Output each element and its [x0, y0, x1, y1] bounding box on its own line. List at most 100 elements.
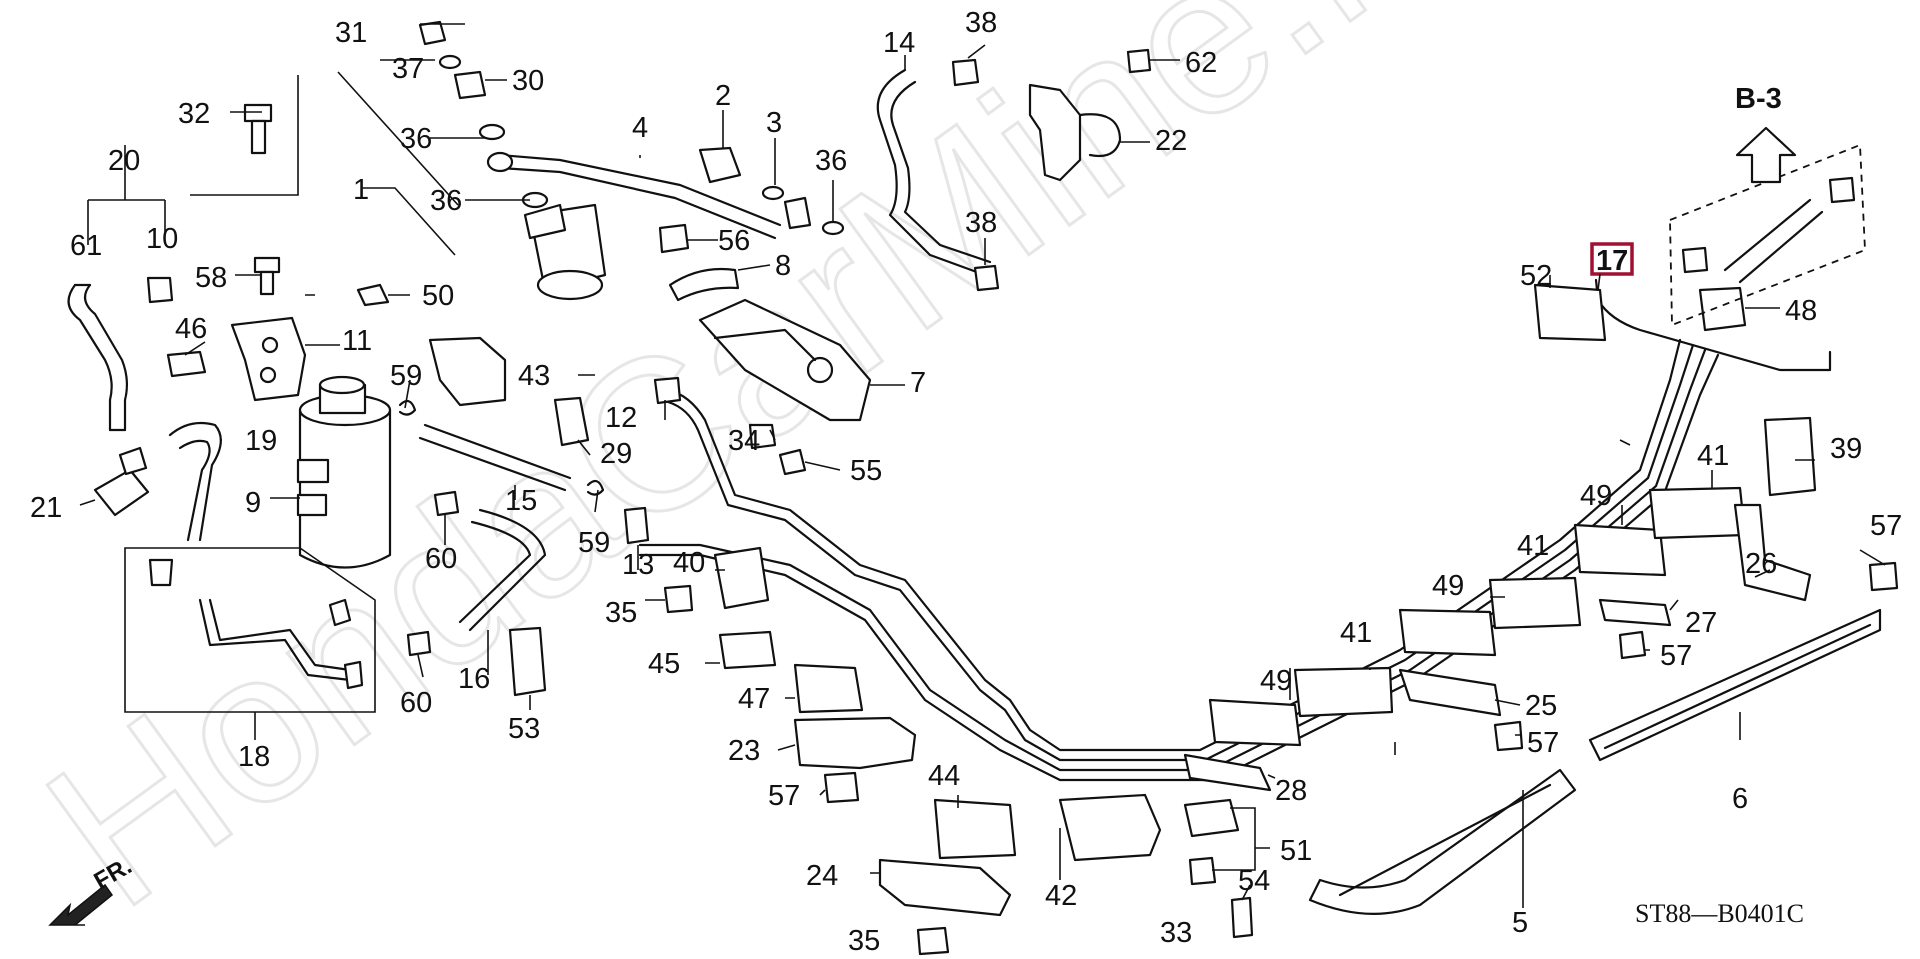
- clamp-38-a: [951, 58, 980, 87]
- callout-57-b: 57: [1527, 727, 1559, 759]
- plate-28: [1183, 753, 1272, 792]
- bolt-32: [243, 103, 273, 155]
- diagram-code: ST88—B0401C: [1635, 899, 1804, 928]
- callout-32: 32: [178, 98, 210, 130]
- bracket-7: [698, 298, 872, 422]
- callout-60-a: 60: [425, 543, 457, 575]
- callout-38-a: 38: [965, 7, 997, 39]
- callout-29: 29: [600, 438, 632, 470]
- callout-2: 2: [715, 80, 731, 112]
- callout-35-a: 35: [605, 597, 637, 629]
- clamp-51: [1183, 798, 1240, 838]
- joint-21: [93, 468, 150, 517]
- callout-49-c: 49: [1580, 480, 1612, 512]
- callout-36-b: 36: [430, 185, 462, 217]
- pipe-18: [208, 598, 352, 672]
- callout-31: 31: [335, 17, 367, 49]
- callout-13: 13: [622, 549, 654, 581]
- clip-60-b: [406, 630, 432, 657]
- clip-48: [1698, 286, 1747, 332]
- clip-50: [356, 283, 390, 307]
- highlight-box-17: [1590, 242, 1634, 276]
- clamp-49-a: [1208, 698, 1302, 747]
- leader-lines: [79, 23, 1886, 908]
- callout-56: 56: [718, 225, 750, 257]
- callout-44: 44: [928, 760, 960, 792]
- bracket-23: [793, 716, 917, 770]
- callout-16: 16: [458, 663, 490, 695]
- callout-27: 27: [1685, 607, 1717, 639]
- callout-1: 1: [353, 174, 369, 206]
- nut-54: [1188, 856, 1217, 886]
- callout-11: 11: [342, 325, 372, 357]
- bolt-58: [253, 256, 281, 296]
- hose-14: [876, 68, 987, 277]
- callout-50: 50: [422, 280, 454, 312]
- clip-40: [713, 546, 770, 610]
- regulator-1: [523, 203, 607, 301]
- callout-7: 7: [910, 367, 926, 399]
- callout-61: 61: [70, 230, 102, 262]
- callout-59-a: 59: [390, 360, 422, 392]
- callout-51: 51: [1280, 835, 1312, 867]
- hose-16: [468, 508, 547, 632]
- callout-57-c: 57: [1660, 640, 1692, 672]
- callout-46: 46: [175, 313, 207, 345]
- callout-43: 43: [518, 360, 550, 392]
- grommet-42: [1058, 793, 1162, 862]
- b3-detail-box: [1669, 143, 1866, 327]
- callout-57-d: 57: [1870, 510, 1902, 542]
- nut-35-a: [663, 584, 694, 614]
- watermark: HondaCarMine.ru: [5, 0, 1519, 952]
- bracket-11: [230, 316, 307, 402]
- reference-label-b3: B-3: [1735, 83, 1782, 115]
- clamp-8: [668, 267, 740, 302]
- callout-49-a: 49: [1260, 665, 1292, 697]
- callout-38-b: 38: [965, 207, 997, 239]
- front-direction-arrow: [48, 883, 114, 926]
- washer-37: [438, 54, 462, 70]
- callout-18: 18: [238, 741, 270, 773]
- pipe-b3: [1723, 198, 1824, 284]
- callout-41-b: 41: [1517, 530, 1549, 562]
- fitting-31: [418, 20, 447, 46]
- callout-5: 5: [1512, 907, 1528, 939]
- hose-15: [423, 423, 572, 480]
- hose-19: [168, 421, 222, 542]
- callout-28: 28: [1275, 775, 1307, 807]
- callout-4: 4: [632, 112, 648, 144]
- clip-59-b: [586, 479, 605, 496]
- bolt-57-d: [1868, 561, 1899, 592]
- callout-45: 45: [648, 648, 680, 680]
- clamp-38-b: [973, 264, 1000, 292]
- callout-25: 25: [1525, 690, 1557, 722]
- bracket-22: [1028, 83, 1122, 182]
- bracket-26: [1733, 503, 1812, 602]
- callout-54: 54: [1238, 865, 1270, 897]
- clamp-44: [933, 798, 1017, 860]
- callout-8: 8: [775, 250, 791, 282]
- callout-19: 19: [245, 425, 277, 457]
- callout-30: 30: [512, 65, 544, 97]
- connector-43: [428, 336, 507, 407]
- fitting-13: [623, 506, 650, 545]
- callout-15: 15: [505, 485, 537, 517]
- clamp-41-a: [1293, 666, 1394, 718]
- bolt-62: [1126, 48, 1152, 74]
- bolt-57-a: [823, 771, 860, 804]
- callout-42: 42: [1045, 880, 1077, 912]
- grommet-2: [698, 146, 742, 184]
- connector-10: [146, 276, 174, 304]
- fuel-hose-4: [498, 153, 782, 227]
- callout-52: 52: [1520, 260, 1552, 292]
- callout-49-b: 49: [1432, 570, 1464, 602]
- clamp-49-c: [1573, 523, 1667, 577]
- callout-10: 10: [146, 223, 178, 255]
- clip-59-a: [398, 399, 417, 416]
- clip-39: [1763, 416, 1817, 497]
- clip-60-a: [433, 490, 460, 517]
- callout-36-a: 36: [400, 123, 432, 155]
- callout-55: 55: [850, 455, 882, 487]
